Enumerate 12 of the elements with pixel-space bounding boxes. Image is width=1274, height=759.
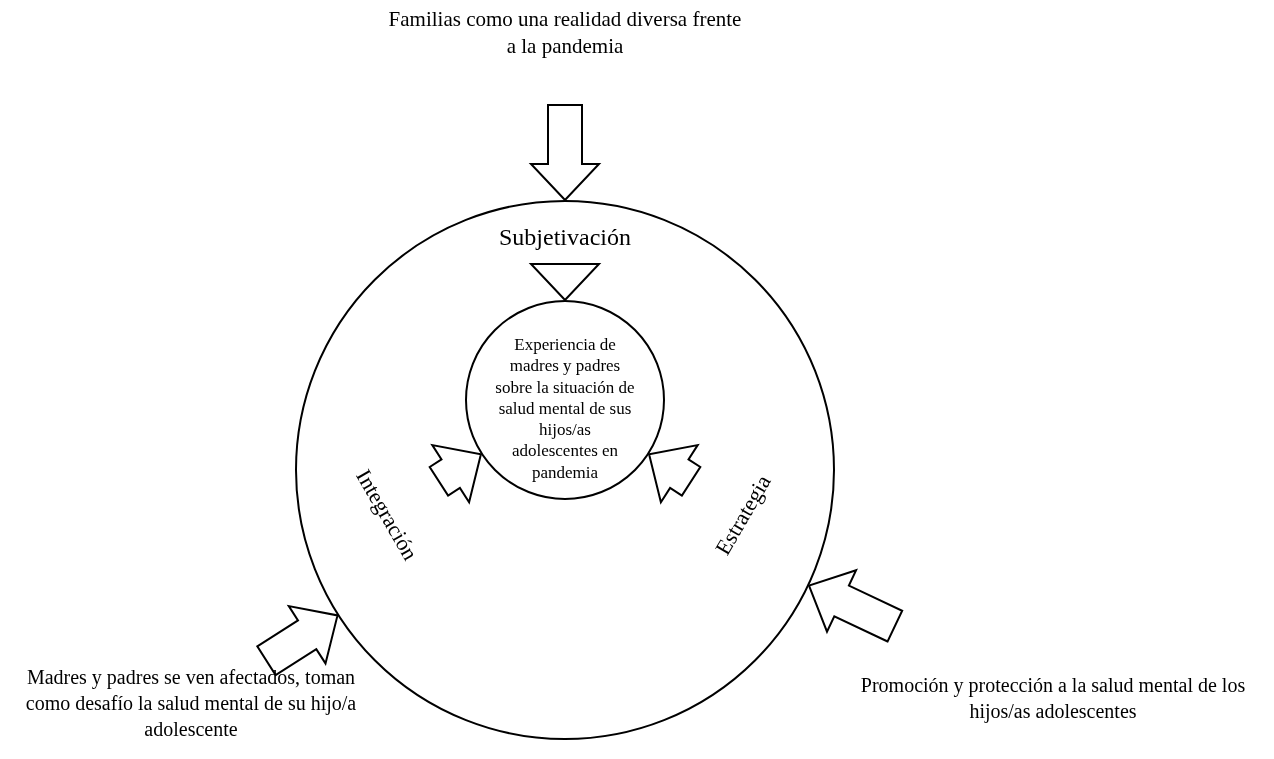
promotion-text: Promoción y protección a la salud mental de los hijos/as adolescentes: [838, 672, 1268, 730]
context-text: Familias como una realidad diversa frente a la pandemia: [385, 6, 745, 64]
block-arrow: [807, 568, 904, 643]
ring-label: Subjetivación: [465, 222, 665, 258]
block-arrow: [647, 443, 702, 505]
block-arrow: [528, 104, 602, 202]
inner-circle: [465, 300, 665, 500]
block-arrow: [428, 443, 483, 505]
parents-text: Madres y padres se ven afectados, toman como desafío la salud mental de su hijo/a adolescente: [6, 664, 376, 754]
block-arrow: [255, 604, 339, 677]
circle-text: Experiencia de madres y padres sobre la situación de salud mental de sus hijos/as adolescentes en pandemia: [495, 334, 635, 483]
block-arrow: [528, 263, 602, 302]
